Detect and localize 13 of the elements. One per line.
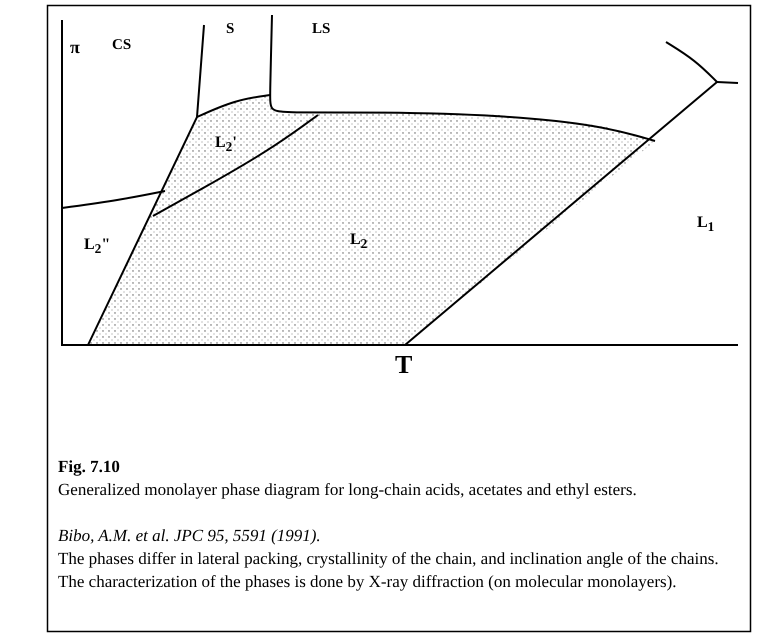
phase-label: S bbox=[226, 22, 234, 37]
phase-label: L$_{2}$ bbox=[350, 232, 368, 251]
figure-caption: Generalized monolayer phase diagram for long-chain acids, acetates and ethyl esters. bbox=[58, 479, 638, 501]
axis-label: T bbox=[395, 352, 412, 378]
phase-label: L$_{2}$" bbox=[84, 237, 110, 256]
phase-label: L$_{1}$ bbox=[697, 215, 714, 234]
note-paragraph: The phases differ in lateral packing, crystallinity of the chain, and inclination angle of the chains. The characterization of the phases is done by X-ray diffraction (on molecular monolayers). bbox=[58, 548, 720, 593]
axis-label: π bbox=[70, 38, 80, 56]
figure-title: Fig. 7.10 bbox=[58, 456, 121, 478]
phase-label: L$_{2}$' bbox=[215, 135, 237, 154]
phase-label: LS bbox=[312, 22, 330, 37]
phase-label: CS bbox=[112, 38, 132, 53]
citation: Bibo, A.M. et al. JPC 95, 5591 (1991). bbox=[58, 525, 322, 547]
